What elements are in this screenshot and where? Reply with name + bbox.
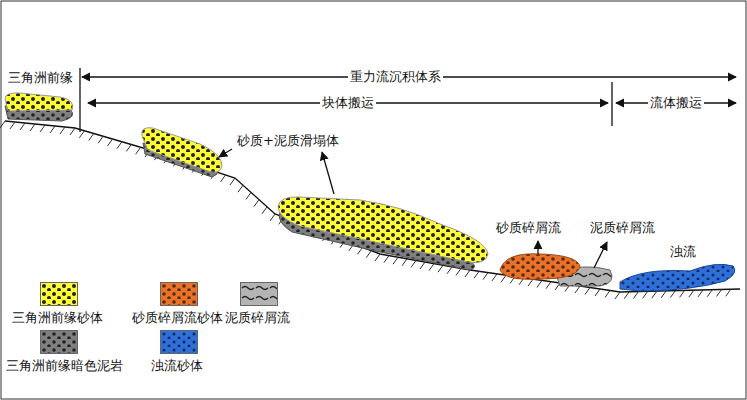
hatch-stroke	[501, 275, 506, 282]
hatch-stroke	[384, 256, 389, 263]
callout-label: 砂质+泥质滑塌体	[235, 133, 341, 149]
swatch-texture	[161, 331, 197, 353]
hatch-stroke	[60, 127, 65, 134]
hatch-stroke	[585, 288, 590, 295]
hatch-stroke	[575, 286, 580, 293]
legend-swatch	[40, 282, 78, 306]
legend-text: 三角洲前缘暗色泥岩	[4, 358, 125, 374]
hatch-stroke	[670, 291, 675, 298]
hatch-stroke	[126, 145, 131, 152]
hatch-stroke	[270, 214, 275, 221]
hatch-stroke	[108, 139, 113, 146]
hatch-stroke	[595, 289, 600, 296]
hatch-stroke	[246, 192, 251, 199]
hatch-stroke	[10, 122, 15, 129]
hatch-stroke	[136, 147, 141, 154]
hatch-stroke	[79, 131, 84, 138]
hatch-stroke	[465, 270, 470, 277]
hatch-stroke	[605, 291, 610, 298]
hatch-stroke	[483, 273, 488, 280]
legend-text: 浊流砂体	[149, 358, 205, 374]
swatch-texture	[241, 283, 277, 305]
callout-label: 砂质碎屑流	[494, 220, 563, 236]
swatch-texture	[41, 283, 77, 305]
hatch-stroke	[393, 257, 398, 264]
hatch-stroke	[698, 290, 703, 297]
hatch-stroke	[366, 251, 371, 258]
hatch-stroke	[528, 279, 533, 286]
dimension-label: 块体搬运	[320, 95, 376, 111]
hatch-stroke	[262, 207, 267, 214]
callout-label: 泥质碎屑流	[588, 220, 657, 236]
slope-ground	[5, 121, 740, 292]
dimension-label: 流体搬运	[648, 95, 704, 111]
hatch-stroke	[411, 260, 416, 267]
hatch-stroke	[40, 125, 45, 132]
body-label: 浊流	[668, 244, 698, 260]
dimension-label: 重力流沉积体系	[348, 69, 443, 85]
hatch-stroke	[652, 291, 657, 298]
legend-text: 砂质碎屑流砂体	[130, 310, 225, 326]
hatch-stroke	[20, 123, 25, 130]
hatch-stroke	[689, 290, 694, 297]
hatch-stroke	[30, 124, 35, 131]
hatch-stroke	[238, 185, 243, 192]
legend-swatch	[160, 282, 198, 306]
hatch-stroke	[420, 262, 425, 269]
place-label: 三角洲前缘	[6, 70, 75, 86]
swatch-texture	[161, 283, 197, 305]
hatch-stroke	[447, 267, 452, 274]
hatch-stroke	[50, 126, 55, 133]
legend-swatch	[40, 330, 78, 354]
hatch-stroke	[89, 134, 94, 141]
hatch-stroke	[375, 254, 380, 261]
hatch-stroke	[402, 259, 407, 266]
hatch-stroke	[230, 178, 235, 185]
legend-swatch	[240, 282, 278, 306]
legend-text: 三角洲前缘砂体	[10, 310, 105, 326]
hatch-stroke	[358, 247, 363, 254]
hatch-stroke	[643, 291, 648, 298]
hatch-stroke	[661, 291, 666, 298]
hatch-stroke	[474, 271, 479, 278]
hatch-stroke	[492, 274, 497, 281]
hatch-stroke	[70, 128, 75, 135]
hatch-stroke	[624, 292, 629, 299]
hatch-stroke	[254, 200, 259, 207]
hatch-stroke	[0, 121, 5, 128]
legend-text: 泥质碎屑流	[223, 310, 292, 326]
hatch-stroke	[98, 136, 103, 143]
hatch-stroke	[117, 142, 122, 149]
hatch-stroke	[456, 268, 461, 275]
hatch-stroke	[429, 264, 434, 271]
hatch-stroke	[717, 289, 722, 296]
hatch-stroke	[537, 280, 542, 287]
hatch-stroke	[221, 175, 226, 182]
hatch-stroke	[633, 292, 638, 299]
hatch-stroke	[546, 282, 551, 289]
hatch-stroke	[726, 289, 731, 296]
hatch-stroke	[615, 292, 620, 299]
hatch-stroke	[680, 290, 685, 297]
hatch-stroke	[438, 265, 443, 272]
swatch-texture	[41, 331, 77, 353]
legend-swatch	[160, 330, 198, 354]
hatch-stroke	[707, 290, 712, 297]
